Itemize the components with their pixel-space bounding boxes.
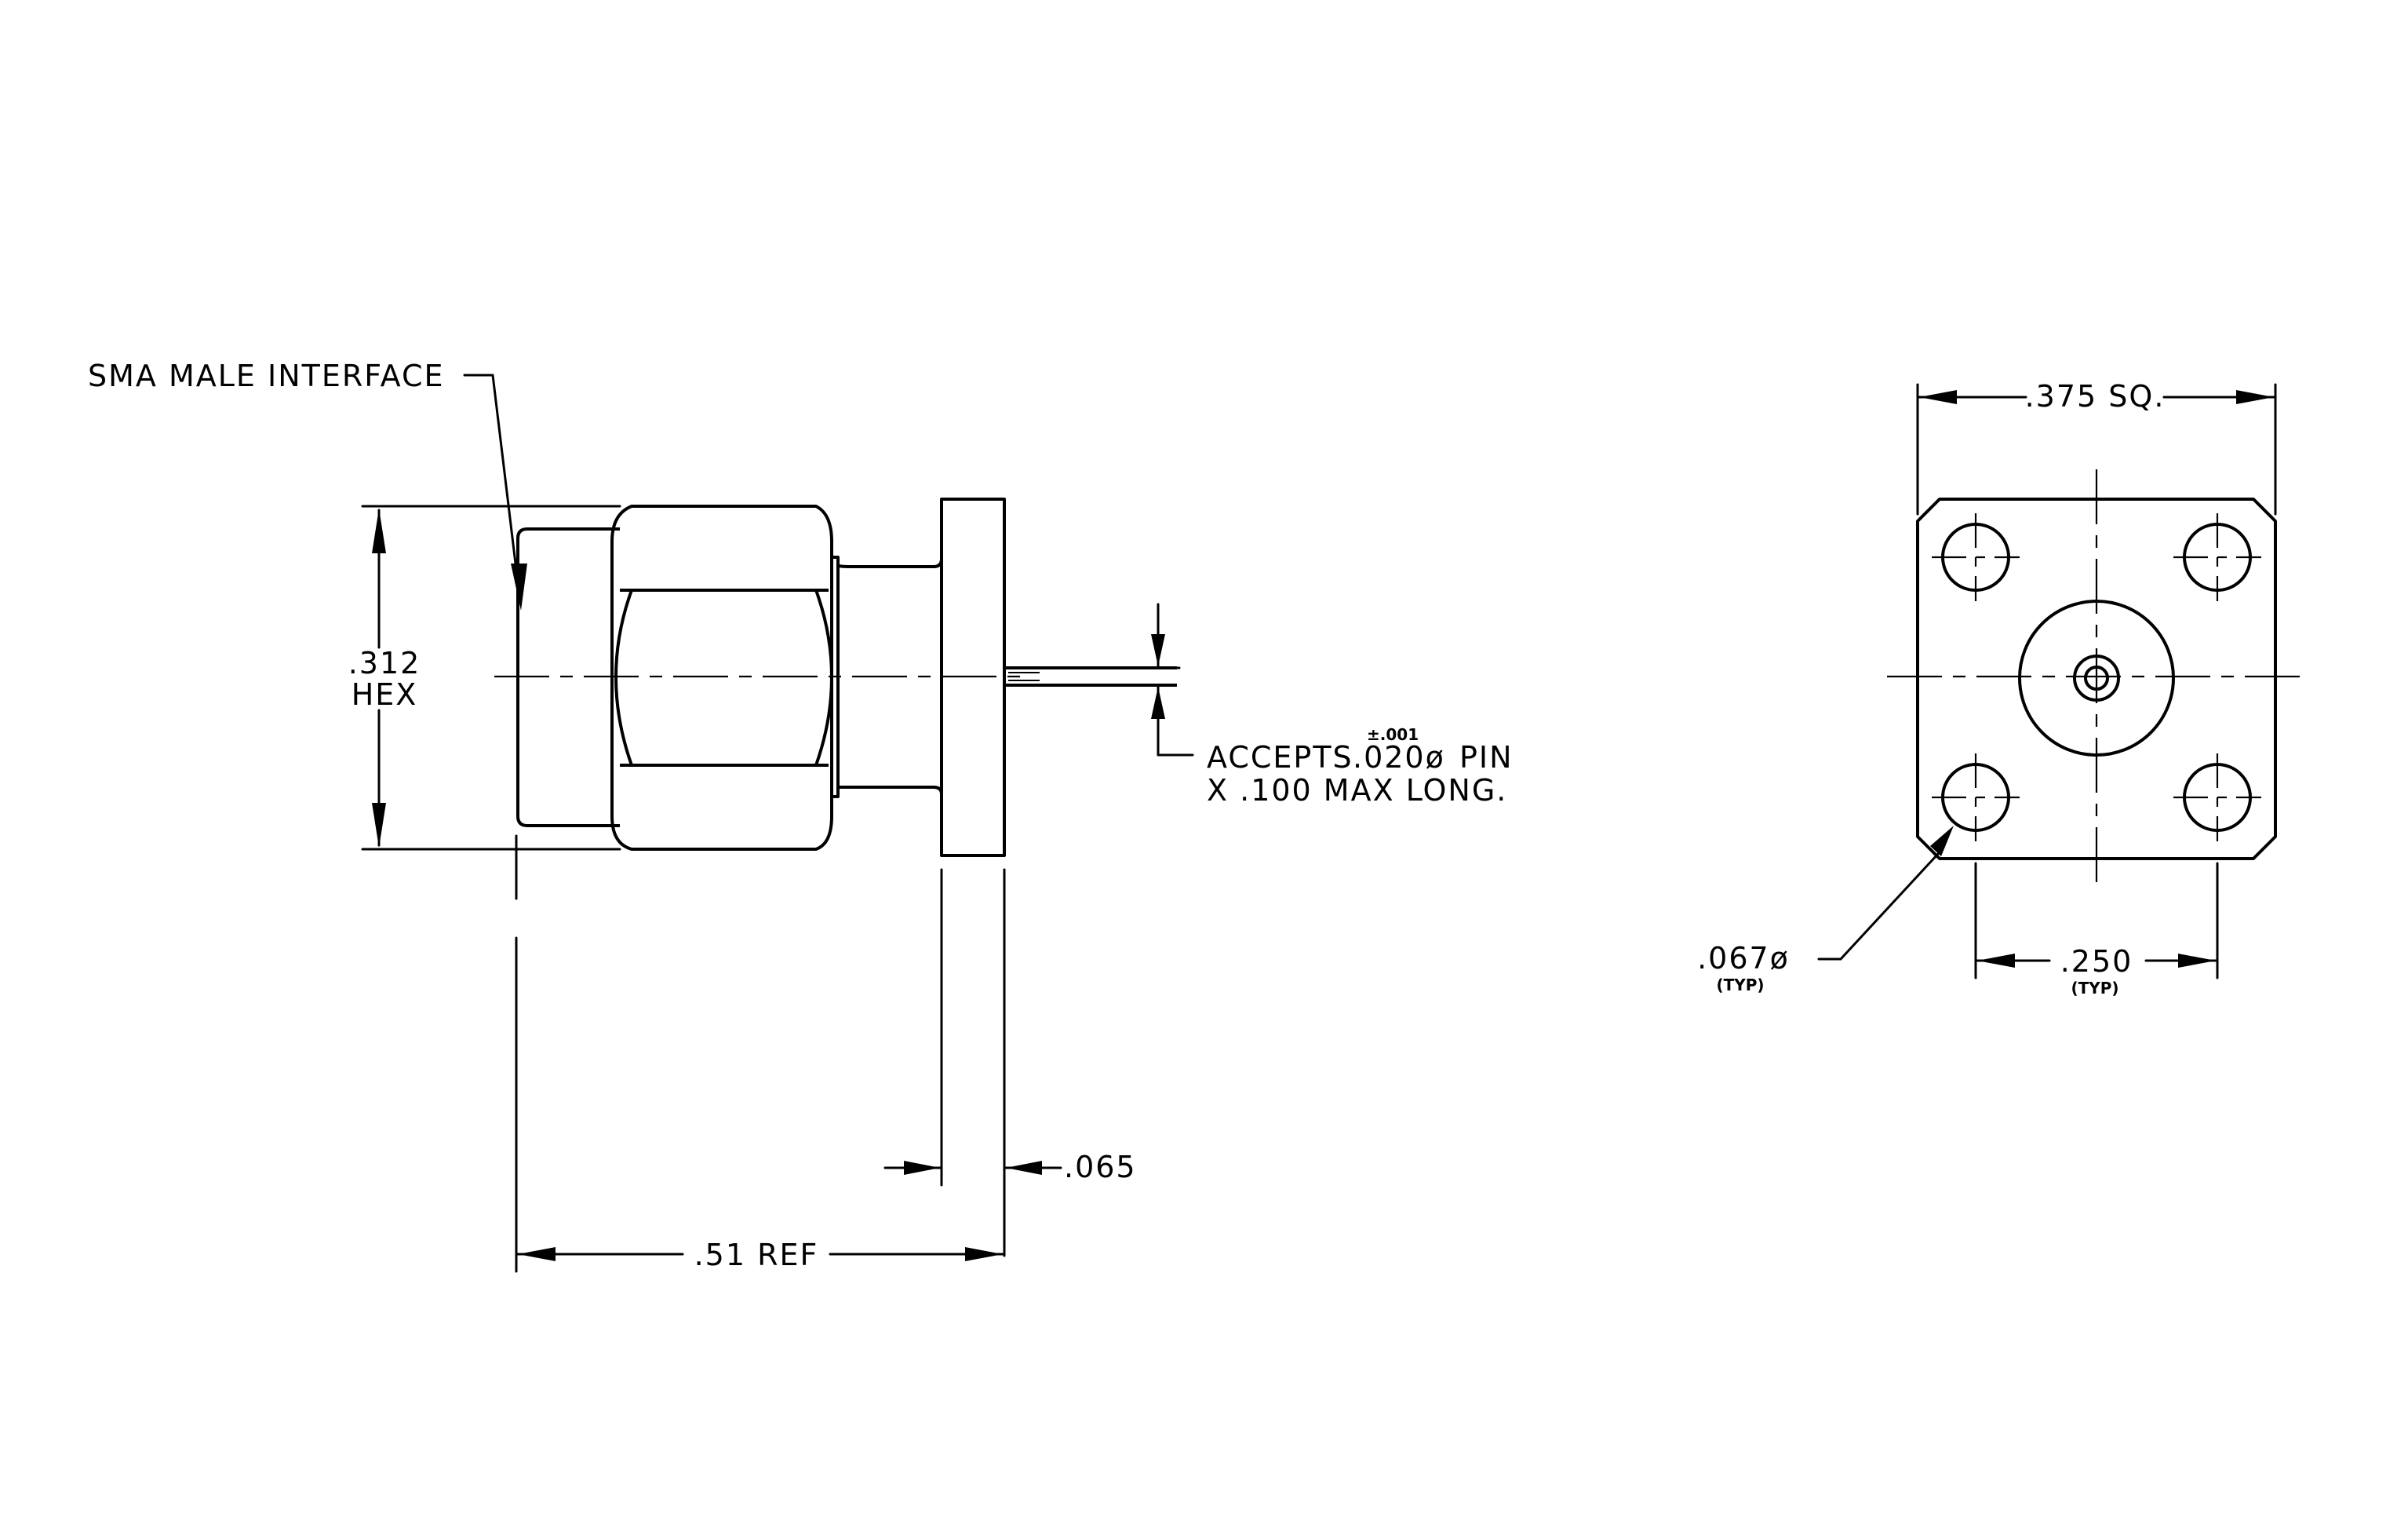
pin-length-label: X .100 MAX LONG. [1207,773,1507,808]
overall-length-label: .51 REF [694,1238,819,1272]
flange-square [1916,498,2277,860]
hole-spacing-typ-label: (TYP) [2071,979,2118,998]
flange-side [940,498,1006,857]
hex-value-label: .312 [348,646,421,680]
flange-thickness-dimension [883,868,1062,1257]
body-circle [2018,600,2175,757]
hole-diameter-leader [1817,826,1954,961]
thread-relief [832,556,840,798]
hex-dimension [361,505,621,851]
end-view: .375 SQ. .250 (TYP) .067ø (TYP) [1697,379,2307,998]
flange-thickness-label: .065 [1064,1150,1137,1184]
pin-word-label: PIN [1459,740,1514,775]
pin-diameter-label: .020ø [1353,740,1445,775]
square-label: .375 SQ. [2025,379,2166,414]
mounting-hole-bottom-left [1932,753,2020,841]
interface-label: SMA MALE INTERFACE [88,359,445,393]
hole-diameter-typ-label: (TYP) [1716,976,1764,994]
overall-length-dimension [515,834,1004,1273]
side-view: SMA MALE INTERFACE .312 HEX ACCEPTS .020… [88,359,1514,1273]
pin-diameter-dimension [1151,603,1194,757]
contact-pin [1004,666,1177,687]
hole-diameter-label: .067ø [1697,941,1790,976]
hole-spacing-label: .250 [2060,944,2133,979]
pin-tolerance-label: ±.001 [1367,725,1419,744]
mounting-hole-bottom-right [2173,753,2261,841]
coupling-nut-front [516,527,620,827]
mounting-hole-top-left [1932,513,2020,601]
hex-nut [610,505,833,851]
contact-inner [2084,666,2109,691]
interface-leader [463,374,527,611]
pin-accepts-label: ACCEPTS [1207,740,1353,775]
hex-word-label: HEX [352,677,418,712]
hole-spacing-dimension [1974,862,2219,979]
mounting-hole-top-right [2173,513,2261,601]
square-dimension [1916,383,2277,516]
contact-outer [2073,655,2120,702]
